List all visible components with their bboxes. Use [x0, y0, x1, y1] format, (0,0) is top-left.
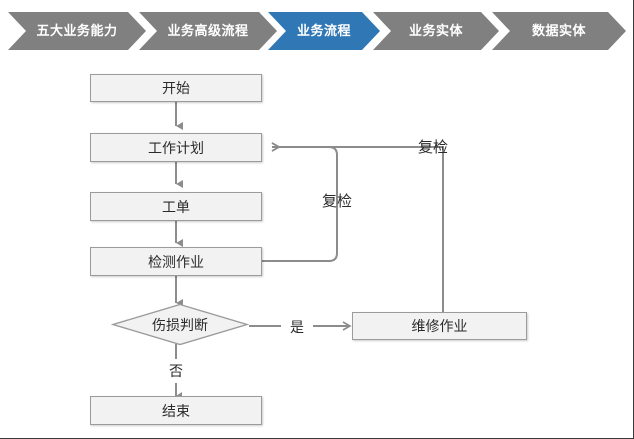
chevron-step-3[interactable]: [268, 12, 380, 50]
node-repair-label: 维修作业: [411, 318, 468, 334]
chevron-step-1[interactable]: [8, 12, 146, 50]
chevron-step-4[interactable]: [373, 12, 499, 50]
node-inspect-label: 检测作业: [148, 253, 204, 270]
edge-recheck-outer: [272, 147, 444, 312]
chevron-step-5[interactable]: [492, 12, 626, 50]
chevron-step-2[interactable]: [139, 12, 277, 50]
node-start[interactable]: 开始: [90, 74, 262, 102]
node-work-plan-label: 工作计划: [148, 139, 204, 156]
node-work-order-label: 工单: [162, 198, 190, 215]
node-inspect[interactable]: 检测作业: [90, 247, 262, 276]
node-start-label: 开始: [162, 80, 190, 96]
node-work-plan[interactable]: 工作计划: [90, 133, 262, 162]
edge-label-recheck-outer: 复检: [417, 139, 448, 156]
node-work-order[interactable]: 工单: [90, 192, 262, 221]
edge-label-no: 否: [169, 363, 183, 379]
node-repair[interactable]: 维修作业: [352, 312, 527, 340]
edge-label-yes: 是: [290, 319, 304, 335]
edge-label-recheck-inner: 复检: [321, 193, 352, 210]
node-end[interactable]: 结束: [90, 396, 262, 425]
node-decision[interactable]: [111, 303, 249, 346]
breadcrumb-chevrons: [8, 12, 626, 50]
node-end-label: 结束: [162, 402, 190, 419]
